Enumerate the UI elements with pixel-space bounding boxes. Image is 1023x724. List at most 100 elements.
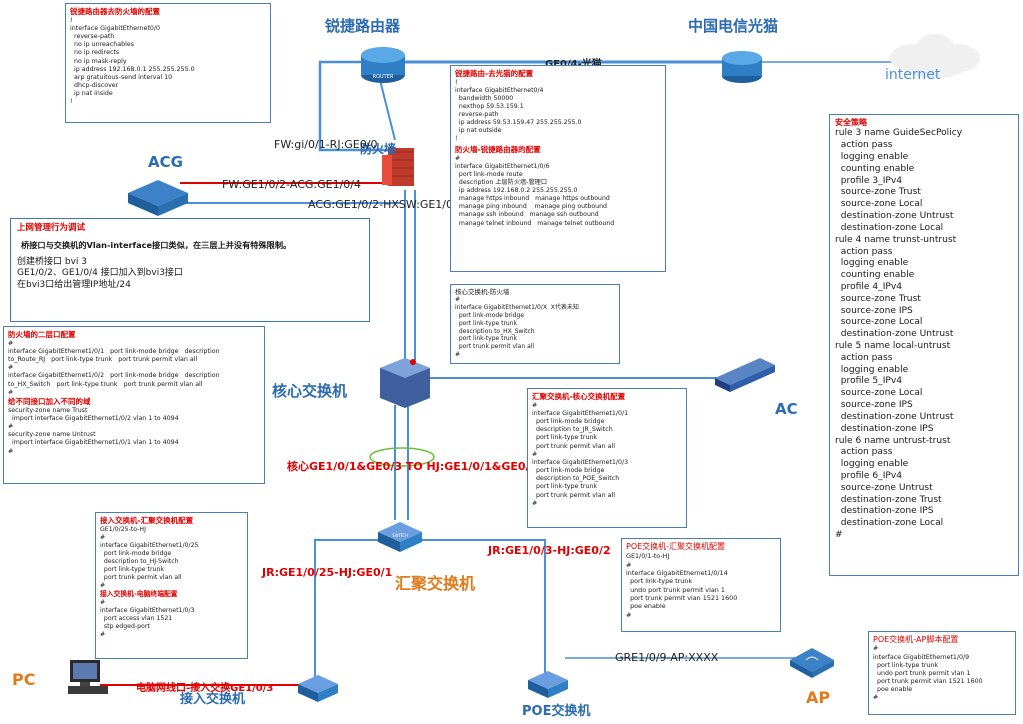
config-line: interface GigabitEthernet1/0/1 [532,409,629,417]
config-line: # [455,351,461,359]
config-line: description to_HX_Switch [455,327,535,335]
config-line: rule 5 name local-untrust [835,341,951,352]
config-line: port trunk permit vlan all [455,343,535,351]
config-line: action pass [835,352,893,363]
core-switch-icon[interactable] [380,358,430,408]
acg-icon[interactable] [128,180,188,216]
config-line: description to_HJ-Switch [100,558,179,565]
config-box-agg-core: 汇聚交换机-核心交换机配置 # interface GigabitEtherne… [527,388,687,528]
config-line: bandwidth 50000 [455,94,514,102]
config-line: port trunk permit vlan 1521 1600 [626,594,738,603]
config-line: profile 4_IPv4 [835,281,903,292]
ac-icon[interactable] [715,358,775,392]
link-router-firewall [318,60,390,152]
config-header: 汇聚交换机-核心交换机配置 [532,392,626,401]
config-line: GE1/0/2、GE1/0/4 接口加入到bvi3接口 [17,268,183,279]
config-line: port link-mode route [455,171,523,179]
telecom-label: 中国电信光猫 [688,17,779,35]
config-line: # [835,530,843,541]
config-line: # [455,155,461,162]
config-line: source-zone Trust [835,187,921,198]
config-line: reverse-path [455,111,499,118]
link-router-fw-vertical [379,79,396,141]
config-header: 接入交换机-电脑终端配置 [100,590,178,599]
config-line: profile 6_IPv4 [835,470,903,481]
config-line: stp edged-port [100,623,150,631]
config-line: port link-mode bridge [455,312,524,320]
config-line: port trunk permit vlan all [532,491,615,499]
link-label-jr-hj: JR:GE1/0/25-HJ:GE0/1 [262,566,393,579]
config-line: interface GigabitEthernet1/0/3 [100,607,195,615]
config-line: interface GigabitEthernet1/0/6 [455,163,550,171]
agg-switch-icon[interactable]: SWITCH [378,522,422,552]
config-line: # [8,447,14,455]
config-line: # [532,401,538,409]
config-line: arp gratuitous-send interval 10 [70,73,173,81]
config-line: import interface GigabitEthernet1/0/2 vl… [8,414,179,422]
config-line: interface GigabitEthernet0/0 [70,24,161,32]
config-line: interface GigabitEthernet1/0/3 [532,458,629,466]
config-line: description to_POE_Switch [532,475,620,483]
config-line: 创建桥接口 bvi 3 [17,256,87,267]
config-line: manage https inbound manage https outbou… [455,195,610,203]
router-icon[interactable]: ROUTER [361,47,405,83]
config-line: # [8,388,14,396]
config-line: interface GigabitEthernet1/0/X X代表未知 [455,304,579,312]
config-header: 防火墙-锐捷路由器的配置 [455,145,541,155]
config-line: source-zone Local [835,199,923,210]
config-line: to_Route_RJ port link-type trunk port tr… [8,356,198,364]
config-line: rule 4 name trunst-untrust [835,234,957,245]
config-header: 上网管理行为调试 [17,223,86,233]
config-line: action pass [835,246,893,257]
config-line: port access vlan 1521 [100,615,173,623]
config-line: description 上层防火墙-管理口 [455,179,548,187]
config-line: poe enable [626,602,666,611]
config-note: 桥接口与交换机的Vlan-interface接口类似，在三层上并没有特殊限制。 [21,240,292,251]
config-line: ! [70,98,73,106]
config-line: logging enable [835,152,909,163]
config-line: source-zone IPS [835,400,913,411]
config-line: source-zone Untrust [835,482,933,493]
config-line: ! [70,16,73,24]
access-switch-icon[interactable] [298,675,338,702]
config-box-access-agg: 接入交换机-汇聚交换机配置 GE1/0/25-to-HJ # interface… [95,512,248,659]
link-label-core-agg: 核心GE1/0/1&GE0/3 TO HJ:GE1/0/1&GE0/2 [287,460,538,473]
config-line: # [626,560,632,569]
config-line: port link-type trunk [532,483,598,491]
link-label-fw-router: FW:gi/0/1-RJ:GE0/0 [274,138,378,151]
config-line: port link-mode bridge [532,467,605,475]
config-line: interface GigabitEthernet1/0/2 port link… [8,372,220,380]
config-header: POE交换机-AP脚本配置 [873,635,959,644]
ap-icon[interactable] [790,648,834,678]
config-line: # [532,450,538,458]
firewall-icon[interactable] [382,148,414,186]
config-line: # [626,610,632,619]
config-box-fw-layer2: 防火墙的二层口配置 # interface GigabitEthernet1/0… [3,326,265,484]
config-line: port link-type trunk [455,335,518,343]
config-line: action pass [835,140,893,151]
link-label-poe-ap: GRE1/0/9-AP:XXXX [615,651,719,664]
config-line: undo port trunk permit vlan 1 [626,585,725,594]
telecom-modem-icon[interactable] [722,51,762,83]
config-line: interface GigabitEthernet1/0/25 [100,541,199,549]
config-line: ! [455,78,458,86]
config-line: port link-type trunk [455,319,518,327]
config-line: # [873,694,879,702]
config-line: # [100,631,106,639]
config-box-router-modem: 锐捷路由-去光猫的配置 ! interface GigabitEthernet0… [450,65,666,272]
config-line: destination-zone Local [835,222,944,233]
config-line: ip nat inside [70,90,113,98]
config-line: source-zone Local [835,317,923,328]
config-line: manage ping inbound manage ping outbound [455,203,607,211]
poe-switch-icon[interactable] [528,671,568,698]
config-line: destination-zone Trust [835,494,942,505]
config-line: destination-zone Local [835,518,944,529]
config-line: ip address 192.168.0.1 255.255.255.0 [70,65,195,73]
pc-icon[interactable] [68,660,108,694]
config-line: description to_JR_Switch [532,426,613,434]
config-box-security-policy: 安全策略 rule 3 name GuideSecPolicy action p… [829,114,1019,576]
config-header: 锐捷路由器去防火墙的配置 [70,7,160,16]
config-line: # [100,599,106,607]
config-line: port trunk permit vlan all [532,442,615,450]
